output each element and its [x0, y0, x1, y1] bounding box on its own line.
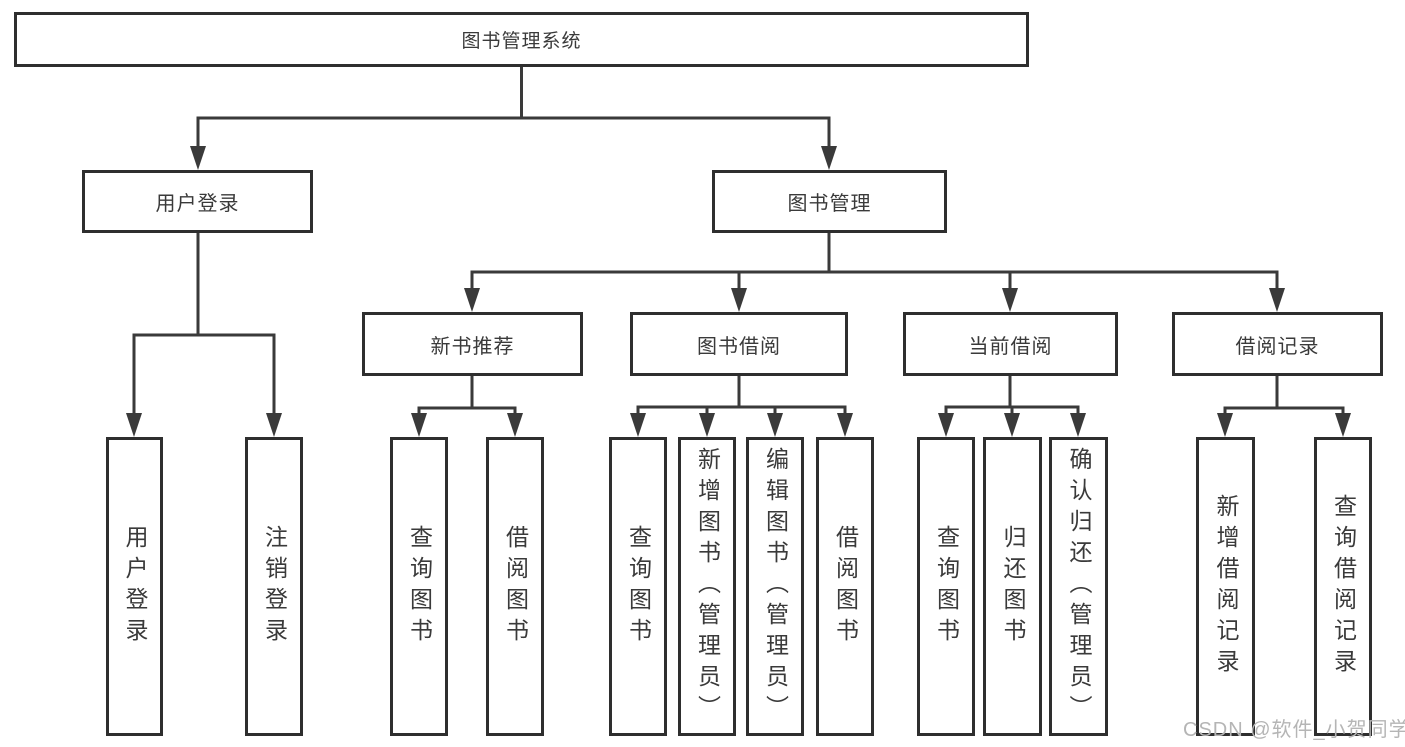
arrowhead-leaf-cb-confirm: [1070, 413, 1086, 437]
arrowhead-leaf-cb-return: [1004, 413, 1020, 437]
leaf-edit-book-admin-label: 编辑图书（管理员）: [762, 447, 789, 726]
node-book-borrow-label: 图书借阅: [697, 335, 781, 358]
arrowhead-borrow-records: [1269, 288, 1285, 312]
arrowhead-new-book: [464, 288, 480, 312]
csdn-watermark: CSDN @软件_小贺同学: [1183, 719, 1405, 741]
leaf-borrow-books-borrow-label: 借阅图书: [832, 524, 859, 649]
arrowhead-leaf-bb-borrow: [837, 413, 853, 437]
node-new-book-recommend-label: 新书推荐: [430, 335, 515, 358]
node-library-system-label: 图书管理系统: [461, 31, 582, 52]
arrowhead-leaf-nb-query: [411, 413, 427, 437]
arrowheads: [126, 146, 1351, 437]
node-borrow-records: 借阅记录: [1172, 312, 1383, 376]
arrowhead-current-borrow: [1002, 288, 1018, 312]
leaf-borrow-books-recommend: 借阅图书: [486, 437, 544, 736]
arrowhead-leaf-login: [126, 413, 142, 437]
node-borrow-records-label: 借阅记录: [1235, 335, 1320, 358]
arrowhead-leaf-bb-query: [630, 413, 646, 437]
leaf-edit-book-admin: 编辑图书（管理员）: [746, 437, 804, 736]
arrowhead-book-mgmt: [821, 146, 837, 170]
leaf-user-login-label: 用户登录: [122, 524, 148, 649]
leaf-query-books-current: 查询图书: [917, 437, 975, 736]
arrowhead-leaf-bb-edit: [767, 413, 783, 437]
node-book-management: 图书管理: [712, 170, 947, 233]
arrowhead-user-login: [190, 146, 206, 170]
leaf-logout-label: 注销登录: [261, 524, 288, 649]
leaf-query-books-borrow-label: 查询图书: [625, 524, 652, 649]
leaf-add-book-admin: 新增图书（管理员）: [678, 437, 736, 736]
leaf-add-borrow-record: 新增借阅记录: [1196, 437, 1255, 736]
leaf-query-borrow-record: 查询借阅记录: [1314, 437, 1372, 736]
leaf-return-books-label: 归还图书: [1000, 524, 1026, 649]
leaf-query-books-current-label: 查询图书: [933, 524, 960, 649]
node-current-borrow: 当前借阅: [903, 312, 1118, 376]
leaf-query-books-recommend: 查询图书: [390, 437, 448, 736]
node-user-login: 用户登录: [82, 170, 313, 233]
arrowhead-leaf-br-query: [1335, 413, 1351, 437]
leaf-borrow-books-recommend-label: 借阅图书: [502, 524, 529, 649]
node-book-borrow: 图书借阅: [630, 312, 848, 376]
leaf-add-borrow-record-label: 新增借阅记录: [1213, 493, 1239, 680]
node-current-borrow-label: 当前借阅: [968, 335, 1053, 358]
arrowhead-leaf-logout: [266, 413, 282, 437]
leaf-user-login: 用户登录: [106, 437, 163, 736]
node-user-login-label: 用户登录: [155, 193, 240, 215]
arrowhead-leaf-bb-add: [699, 413, 715, 437]
arrowhead-leaf-nb-borrow: [507, 413, 523, 437]
leaf-query-borrow-record-label: 查询借阅记录: [1330, 493, 1357, 680]
arrowhead-leaf-br-add: [1217, 413, 1233, 437]
leaf-borrow-books-borrow: 借阅图书: [816, 437, 874, 736]
leaf-logout: 注销登录: [245, 437, 303, 736]
leaf-query-books-borrow: 查询图书: [609, 437, 667, 736]
leaf-add-book-admin-label: 新增图书（管理员）: [694, 447, 721, 726]
leaf-query-books-recommend-label: 查询图书: [406, 524, 433, 649]
node-new-book-recommend: 新书推荐: [362, 312, 583, 376]
leaf-return-books: 归还图书: [983, 437, 1042, 736]
node-book-management-label: 图书管理: [787, 193, 872, 215]
arrowhead-book-borrow: [731, 288, 747, 312]
leaf-confirm-return-admin: 确认归还（管理员）: [1049, 437, 1108, 736]
arrowhead-leaf-cb-query: [938, 413, 954, 437]
node-library-system: 图书管理系统: [14, 12, 1029, 67]
leaf-confirm-return-admin-label: 确认归还（管理员）: [1066, 447, 1092, 726]
